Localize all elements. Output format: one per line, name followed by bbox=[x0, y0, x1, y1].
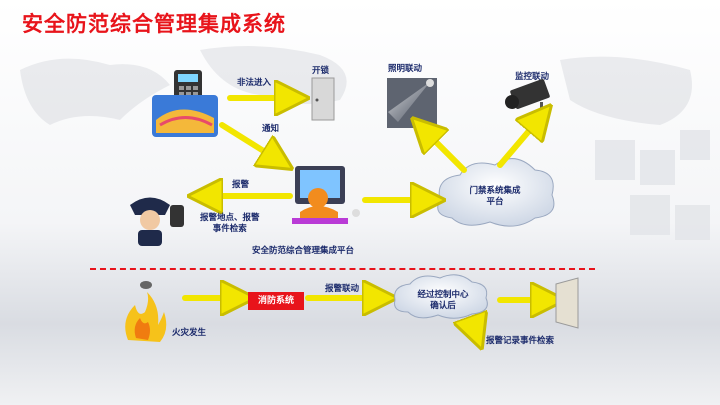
label-access-platform-line2: 平台 bbox=[486, 197, 504, 207]
label-lighting-link: 照明联动 bbox=[388, 64, 423, 74]
label-control-center-line1: 经过控制中心 bbox=[417, 290, 469, 300]
floor-panels bbox=[595, 130, 710, 240]
fire-icon bbox=[125, 292, 167, 342]
arrow-monitor bbox=[497, 118, 540, 168]
access-card-icon bbox=[152, 95, 218, 137]
label-fire-happens: 火灾发生 bbox=[172, 328, 207, 338]
page-title: 安全防范综合管理集成系统 bbox=[22, 12, 286, 36]
smoke-detector-icon bbox=[140, 281, 152, 289]
label-control-center-line2: 确认后 bbox=[430, 301, 456, 311]
control-center-cloud bbox=[394, 274, 488, 319]
spotlight-icon bbox=[387, 78, 437, 128]
flow-arrows bbox=[182, 98, 548, 333]
police-officer-icon bbox=[130, 197, 184, 246]
arrow-notify bbox=[219, 122, 278, 160]
computer-operator-icon bbox=[292, 166, 360, 224]
arrow-lighting bbox=[424, 130, 467, 173]
label-alarm: 报警 bbox=[232, 180, 250, 190]
world-map-background bbox=[20, 46, 692, 125]
label-access-platform: 门禁系统集成 平台 bbox=[455, 186, 535, 208]
label-illegal-entry: 非法进入 bbox=[237, 78, 272, 88]
label-alarm-location-text: 报警地点、报警 bbox=[200, 213, 260, 223]
door-icon bbox=[311, 77, 335, 121]
label-unlock: 开锁 bbox=[312, 66, 330, 76]
access-platform-cloud bbox=[437, 158, 555, 227]
label-alarm-link: 报警联动 bbox=[325, 284, 360, 294]
arrow-record bbox=[472, 322, 476, 333]
label-control-center: 经过控制中心 确认后 bbox=[405, 290, 481, 312]
label-monitor-link: 监控联动 bbox=[515, 72, 550, 82]
fire-system-box: 消防系统 bbox=[248, 292, 304, 310]
label-integrated-platform: 安全防范综合管理集成平台 bbox=[252, 246, 355, 256]
exit-door-icon bbox=[555, 277, 579, 329]
label-notify: 通知 bbox=[262, 124, 280, 134]
section-divider bbox=[90, 268, 595, 270]
label-alarm-record-search: 报警记录事件检索 bbox=[486, 336, 555, 346]
camera-icon bbox=[505, 79, 550, 118]
label-event-search: 事件检索 bbox=[212, 224, 247, 234]
label-alarm-location: 报警地点、报警 事件检索 bbox=[200, 213, 260, 235]
label-access-platform-line1: 门禁系统集成 bbox=[469, 186, 521, 196]
